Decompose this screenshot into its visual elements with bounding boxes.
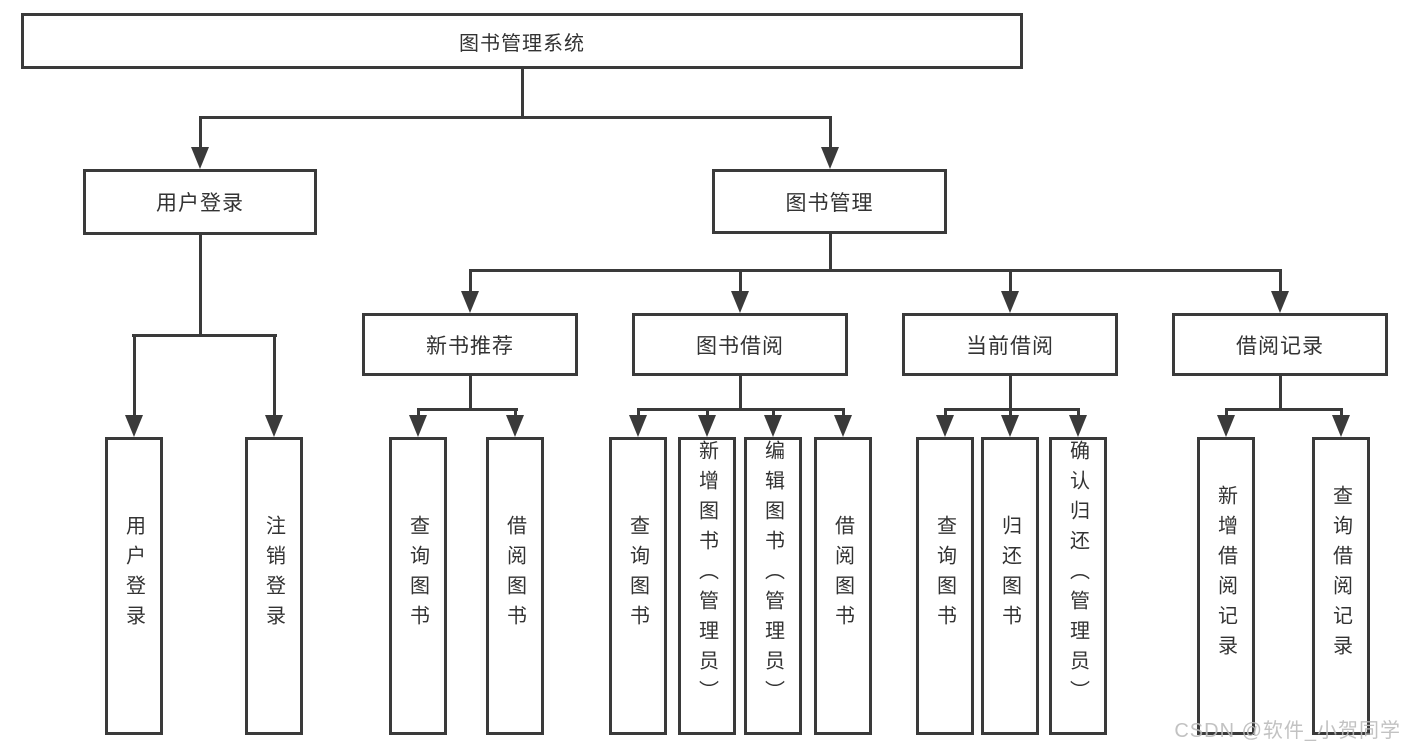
connector-line (944, 408, 1080, 411)
connector-line (1279, 374, 1282, 411)
csdn-watermark: CSDN @软件_小贺同学 (1174, 720, 1401, 742)
arrow-down-icon (1271, 291, 1289, 313)
leaf-confirm-return-admin: 确认归还（管理员） (1049, 437, 1107, 735)
node-borrow-records: 借阅记录 (1172, 313, 1388, 376)
connector-line (637, 408, 845, 411)
connector-line (469, 374, 472, 411)
arrow-down-icon (1217, 415, 1235, 437)
arrow-down-icon (731, 291, 749, 313)
arrow-down-icon (125, 415, 143, 437)
connector-line (199, 116, 202, 152)
connector-line (417, 408, 518, 411)
connector-line (469, 269, 1282, 272)
leaf-borrow-book: 借阅图书 (814, 437, 872, 735)
node-user-login: 用户登录 (83, 169, 317, 235)
arrow-down-icon (1332, 415, 1350, 437)
connector-line (1225, 408, 1343, 411)
arrow-down-icon (1001, 291, 1019, 313)
connector-line (469, 269, 472, 299)
connector-line (739, 374, 742, 411)
leaf-query-borrow-record: 查询借阅记录 (1312, 437, 1370, 735)
arrow-down-icon (1069, 415, 1087, 437)
connector-line (1009, 374, 1012, 411)
connector-line (199, 116, 831, 119)
leaf-edit-book-admin: 编辑图书（管理员） (744, 437, 802, 735)
leaf-add-borrow-record: 新增借阅记录 (1197, 437, 1255, 735)
arrow-down-icon (1001, 415, 1019, 437)
node-library-system: 图书管理系统 (21, 13, 1023, 69)
connector-line (133, 334, 136, 422)
node-book-management: 图书管理 (712, 169, 947, 234)
arrow-down-icon (629, 415, 647, 437)
arrow-down-icon (834, 415, 852, 437)
connector-line (273, 334, 276, 422)
arrow-down-icon (265, 415, 283, 437)
leaf-user-login: 用户登录 (105, 437, 163, 735)
arrow-down-icon (936, 415, 954, 437)
arrow-down-icon (461, 291, 479, 313)
connector-line (199, 232, 202, 337)
node-new-book-recommend: 新书推荐 (362, 313, 578, 376)
leaf-logout: 注销登录 (245, 437, 303, 735)
arrow-down-icon (409, 415, 427, 437)
leaf-borrow-book-recommend: 借阅图书 (486, 437, 544, 735)
arrow-down-icon (764, 415, 782, 437)
arrow-down-icon (506, 415, 524, 437)
connector-line (739, 269, 742, 299)
connector-line (829, 116, 832, 152)
leaf-add-book-admin: 新增图书（管理员） (678, 437, 736, 735)
connector-line (1279, 269, 1282, 299)
connector-line (829, 231, 832, 272)
leaf-query-book-recommend: 查询图书 (389, 437, 447, 735)
node-book-borrow: 图书借阅 (632, 313, 848, 376)
node-current-borrow: 当前借阅 (902, 313, 1118, 376)
leaf-return-book: 归还图书 (981, 437, 1039, 735)
arrow-down-icon (698, 415, 716, 437)
connector-line (521, 66, 524, 118)
connector-line (1009, 269, 1012, 299)
leaf-query-book-borrow: 查询图书 (609, 437, 667, 735)
leaf-query-book-current: 查询图书 (916, 437, 974, 735)
arrow-down-icon (821, 147, 839, 169)
arrow-down-icon (191, 147, 209, 169)
connector-line (132, 334, 277, 337)
